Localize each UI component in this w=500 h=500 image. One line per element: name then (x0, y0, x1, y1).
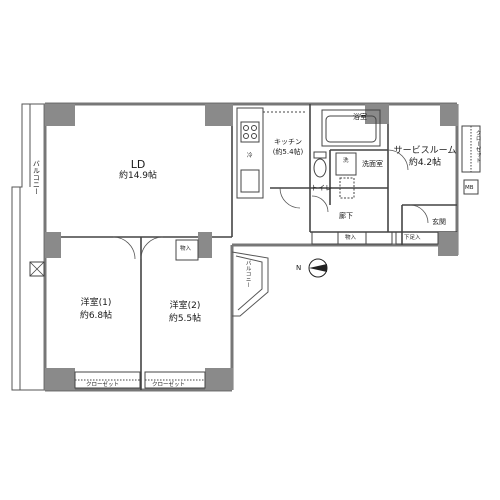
corridor-storage (311, 231, 439, 245)
service-room-area: 約4.2帖 (408, 158, 442, 168)
mb-label: MB (465, 185, 474, 191)
corridor-name: 廊下 (339, 212, 353, 220)
kitchen-name: キッチン (274, 138, 302, 146)
compass-label: N (296, 264, 302, 272)
wash-fixtures (335, 152, 357, 199)
corridor-storage-name: 物入 (345, 235, 357, 241)
toilet-fixture (313, 151, 327, 178)
closet1-name: クローゼット (86, 382, 120, 388)
western1-name: 洋室(1) (80, 298, 112, 308)
closet2-name: クローゼット (152, 382, 186, 388)
kitchen-counter (236, 107, 305, 199)
bathtub (321, 109, 381, 147)
left-storage-name: 物入 (180, 246, 192, 252)
western2-area: 約5.5帖 (168, 314, 202, 324)
balcony-small-name: バルコニー (244, 260, 251, 288)
balcony-small-outline (231, 251, 269, 317)
service-room-name: サービスルーム (393, 146, 457, 156)
washroom-name: 洗面室 (362, 160, 383, 168)
closet-service-name: クローゼット (474, 130, 481, 163)
entrance-name: 玄関 (432, 218, 446, 226)
interior-walls (45, 104, 457, 390)
western2-name: 洋室(2) (169, 301, 201, 311)
ld-name: LD (130, 158, 146, 171)
wash-mark: 洗 (343, 158, 349, 164)
columns (45, 104, 458, 390)
shoe-box-name: 下足入 (404, 235, 421, 241)
door-arcs (112, 149, 429, 260)
western1-area: 約6.8帖 (79, 311, 113, 321)
toilet-name: トイレ (311, 184, 332, 192)
balcony-west-name: バルコニー (32, 160, 41, 195)
kitchen-area: (約5.4帖) (272, 148, 304, 156)
compass-icon (308, 258, 328, 278)
closet-strips (74, 125, 481, 389)
left-storage (175, 239, 199, 261)
bath-name: 浴室 (353, 113, 367, 121)
fridge-mark: 冷 (247, 153, 253, 159)
balcony-west-outline (11, 103, 45, 391)
ld-area: 約14.9帖 (118, 171, 158, 181)
